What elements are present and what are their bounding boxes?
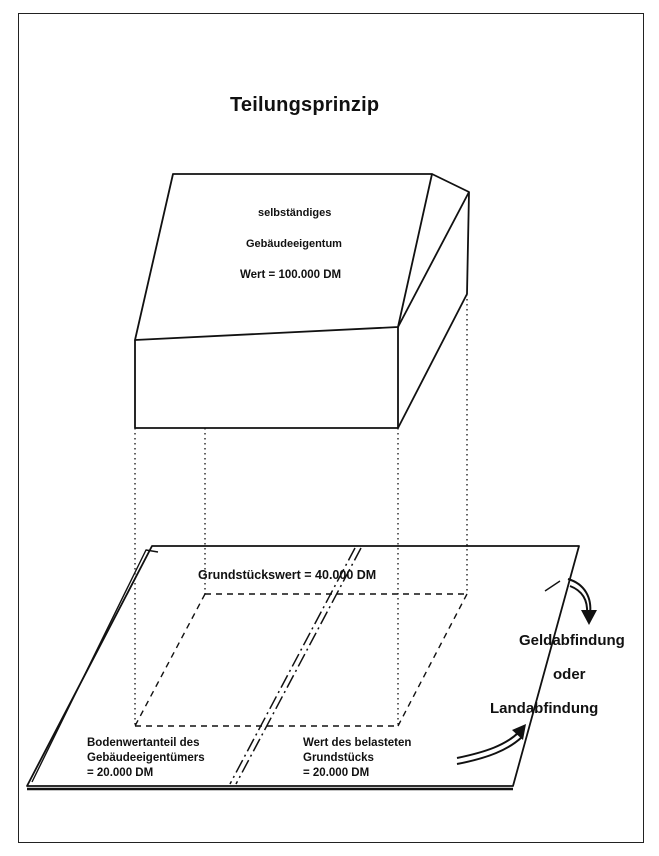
house-roof [134, 173, 433, 341]
left-share-line2: Gebäudeeigentümers [87, 752, 205, 764]
roof-label-line2: Gebäudeeigentum [246, 238, 342, 250]
projection-lines [134, 294, 468, 726]
house-gable [431, 173, 470, 295]
compensation-land: Landabfindung [490, 700, 599, 717]
left-share-line3: = 20.000 DM [87, 767, 154, 779]
right-share-line2: Grundstücks [303, 752, 374, 764]
right-share-line1: Wert des belasteten [303, 737, 412, 749]
compensation-money: Geldabfindung [519, 632, 625, 649]
footprint-outline [134, 593, 468, 727]
left-share-line1: Bodenwertanteil des [87, 737, 200, 749]
house-wall [134, 327, 399, 429]
roof-label-value: Wert = 100.000 DM [240, 269, 342, 281]
compensation-or: oder [553, 666, 586, 683]
diagram-title: Teilungsprinzip [230, 94, 380, 116]
roof-label-line1: selbständiges [258, 207, 332, 219]
right-share-line3: = 20.000 DM [303, 767, 370, 779]
land-value-label: Grundstückswert = 40.000 DM [198, 568, 377, 582]
compensation-arrows [456, 578, 592, 765]
page-frame [18, 13, 644, 843]
dividing-line [229, 547, 362, 785]
